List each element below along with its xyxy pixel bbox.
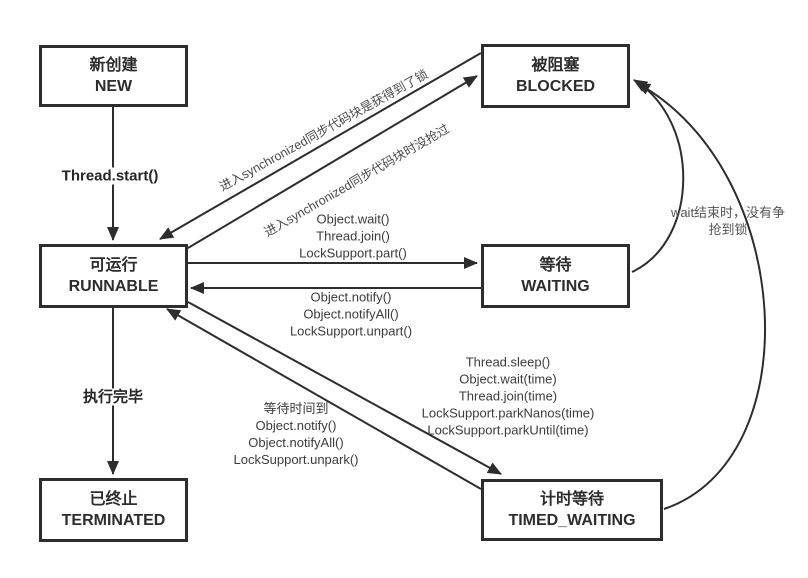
state-label-zh: 可运行 xyxy=(89,257,138,274)
arrow-timed-waiting-to-blocked xyxy=(636,82,766,510)
state-label-zh: 计时等待 xyxy=(539,491,604,508)
state-label-en: BLOCKED xyxy=(515,78,596,95)
label-to-waiting-methods: Object.wait() Thread.join() LockSupport.… xyxy=(299,211,407,261)
state-label-zh: 被阻塞 xyxy=(531,57,580,74)
state-label-en: WAITING xyxy=(521,278,590,295)
state-box-waiting: 等待 WAITING xyxy=(481,244,630,308)
state-label-en: TERMINATED xyxy=(61,512,166,529)
arrow-waiting-to-blocked xyxy=(631,79,685,273)
state-box-terminated: 已终止 TERMINATED xyxy=(39,478,188,542)
state-box-runnable: 可运行 RUNNABLE xyxy=(39,244,188,308)
state-label-en: RUNNABLE xyxy=(68,278,159,295)
state-label-zh: 已终止 xyxy=(89,491,138,508)
state-box-timed-waiting: 计时等待 TIMED_WAITING xyxy=(481,479,663,541)
arrow-runnable-to-blocked xyxy=(187,75,478,249)
arrow-timed-waiting-to-runnable xyxy=(166,308,482,490)
state-label-en: TIMED_WAITING xyxy=(508,512,636,529)
label-execution-done: 执行完毕 xyxy=(79,388,147,406)
state-label-zh: 新创建 xyxy=(89,57,138,74)
state-box-blocked: 被阻塞 BLOCKED xyxy=(481,44,630,108)
arrow-runnable-to-timed-waiting xyxy=(187,301,502,475)
label-thread-start: Thread.start() xyxy=(58,167,162,185)
label-from-timed-waiting-methods: 等待时间到 Object.notify() Object.notifyAll()… xyxy=(233,401,359,467)
label-from-waiting-methods: Object.notify() Object.notifyAll() LockS… xyxy=(289,289,413,339)
label-to-timed-waiting-methods: Thread.sleep() Object.wait(time) Thread.… xyxy=(421,354,595,438)
state-label-zh: 等待 xyxy=(539,257,572,274)
state-box-new: 新创建 NEW xyxy=(39,45,188,107)
state-label-en: NEW xyxy=(94,78,133,95)
label-wait-end-no-lock: wait结束时，没有争 抢到锁 xyxy=(670,205,786,237)
arrow-blocked-to-runnable xyxy=(159,52,482,240)
